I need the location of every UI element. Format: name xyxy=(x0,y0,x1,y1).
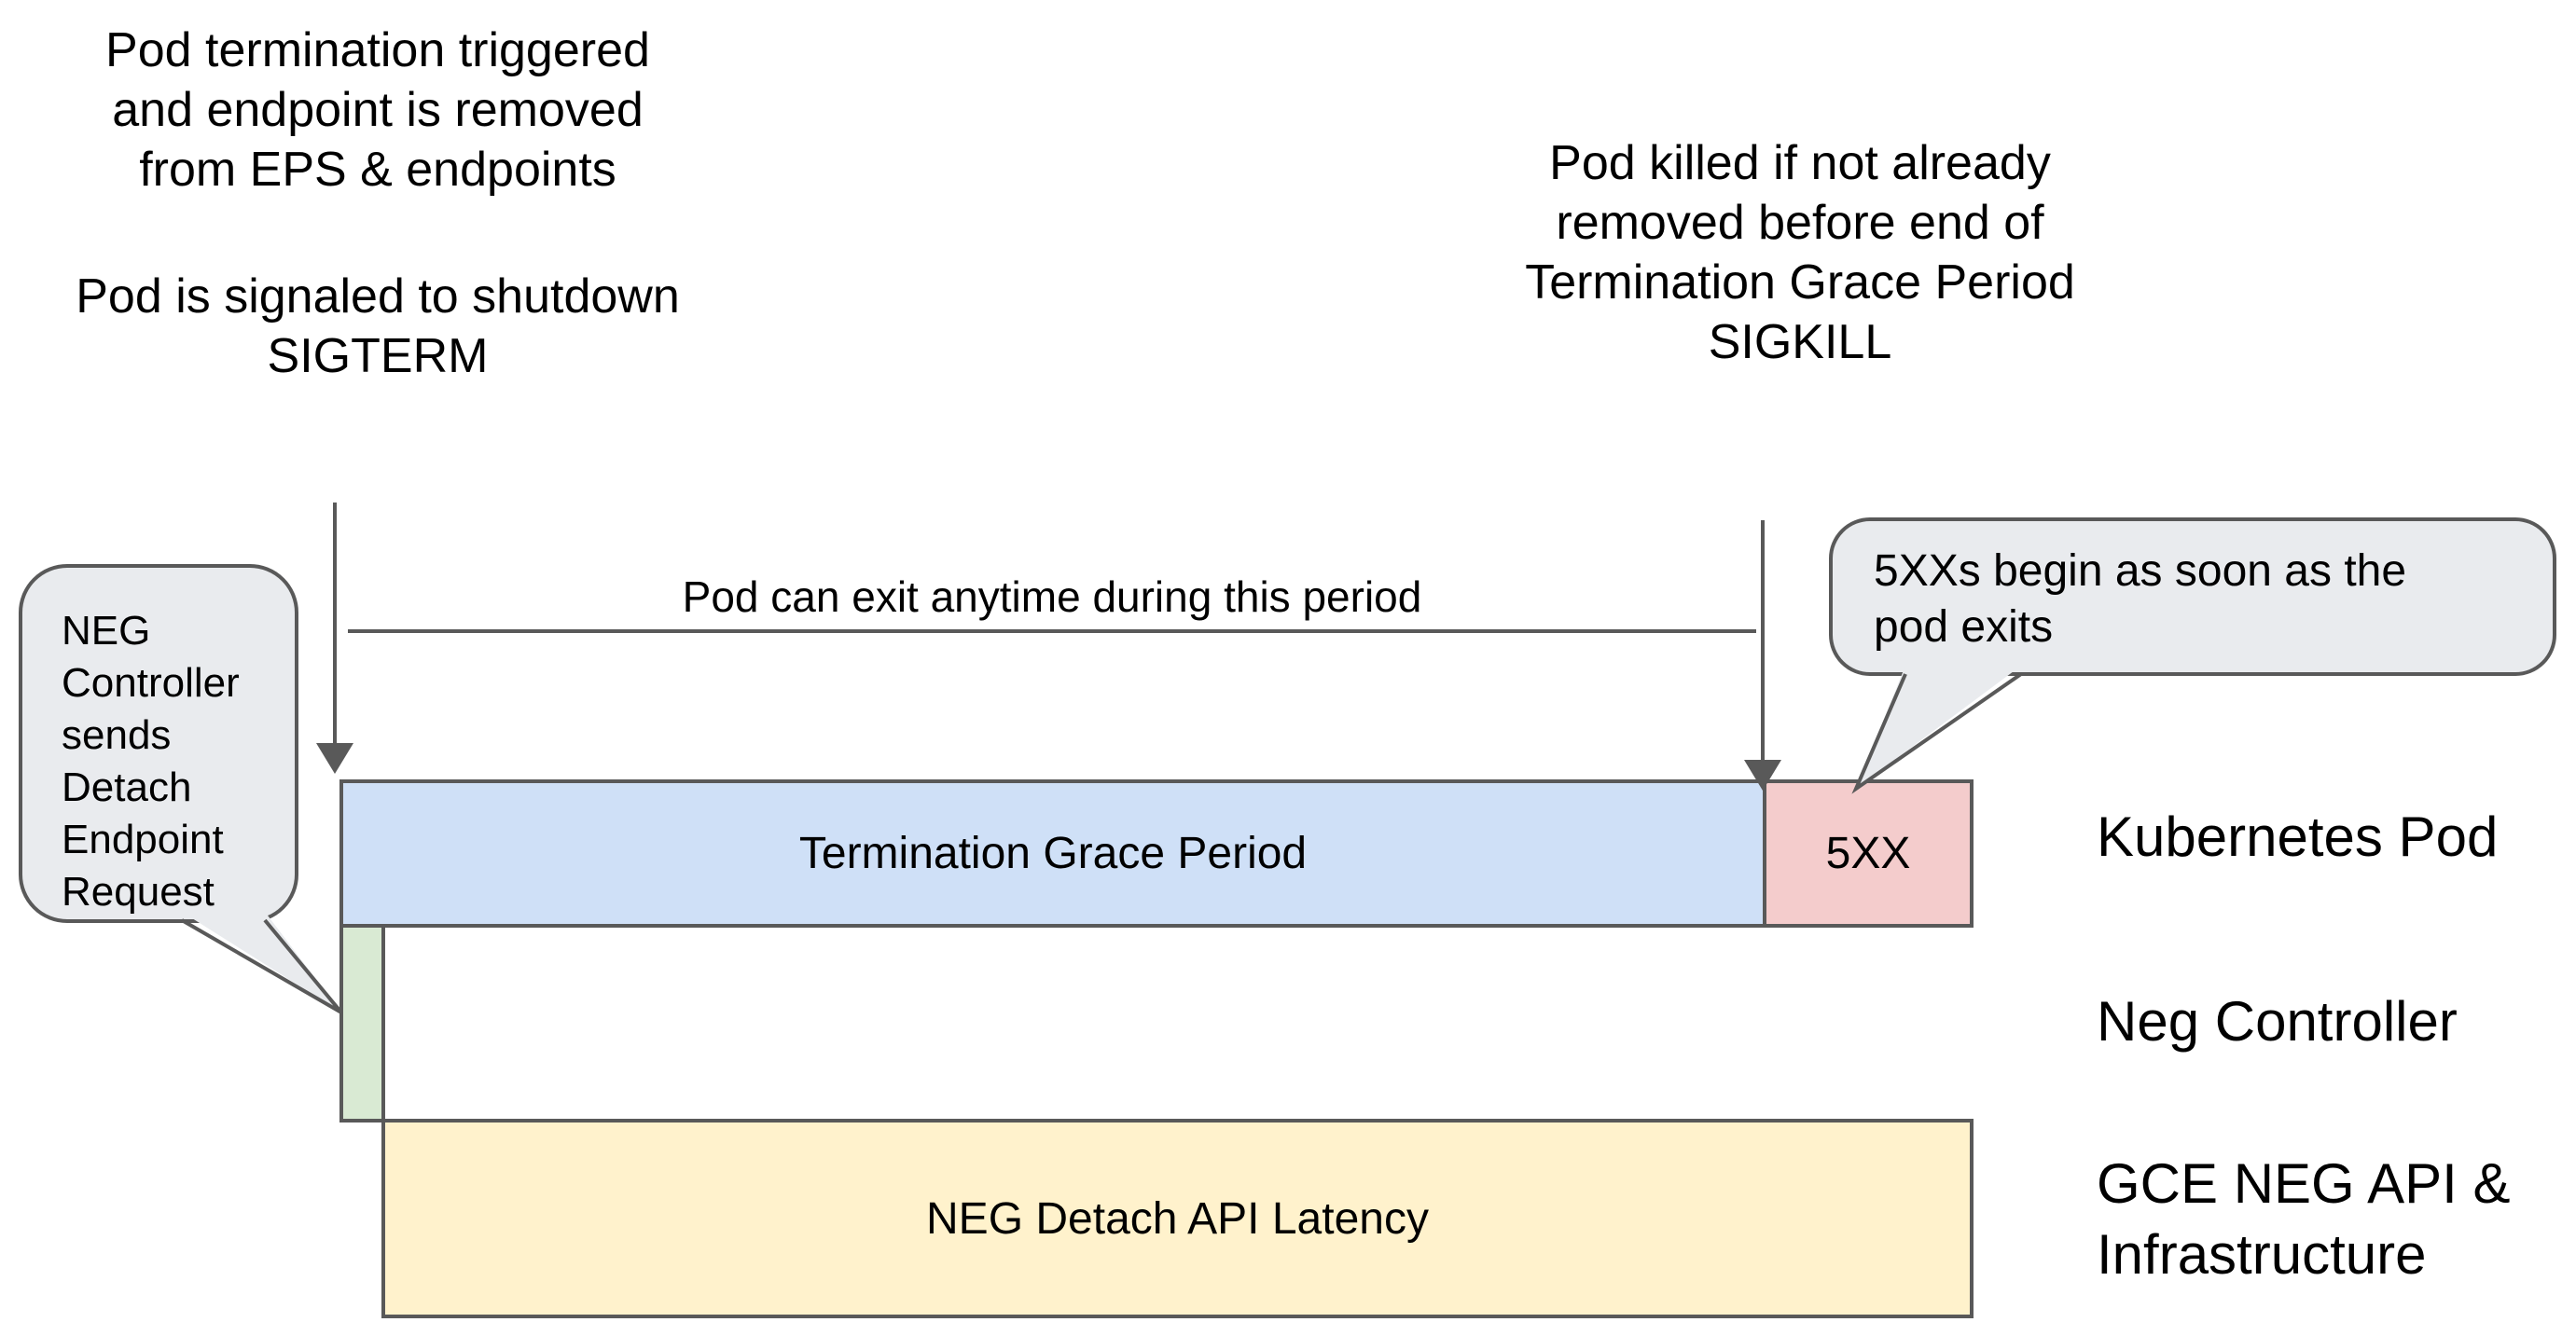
annotation-pod-termination: Pod termination triggered and endpoint i… xyxy=(33,21,723,200)
segment-neg-detach-api-latency: NEG Detach API Latency xyxy=(381,1119,1974,1318)
annotation-pod-sigterm: Pod is signaled to shutdown SIGTERM xyxy=(33,267,723,386)
period-line-label: Pod can exit anytime during this period xyxy=(682,572,1422,621)
segment-neg-controller-detach xyxy=(339,924,385,1123)
segment-neg-detach-api-latency-label: NEG Detach API Latency xyxy=(926,1193,1429,1244)
segment-termination-grace-period-label: Termination Grace Period xyxy=(798,829,1308,878)
callout-right-tail xyxy=(1856,666,2021,789)
callout-right-tail-outline xyxy=(1851,672,2023,794)
callout-left-tail-outline xyxy=(180,918,343,1014)
callout-left-tail xyxy=(182,912,341,1012)
annotation-line: Pod is signaled to shutdown xyxy=(76,269,680,324)
annotation-line: Termination Grace Period xyxy=(1525,255,2075,310)
segment-5xx: 5XX xyxy=(1763,779,1974,928)
row-label-gce-line2: Infrastructure xyxy=(2097,1223,2427,1286)
row-label-kubernetes-pod: Kubernetes Pod xyxy=(2097,806,2499,868)
segment-termination-grace-period: Termination Grace Period xyxy=(339,779,1766,928)
annotation-pod-killed: Pod killed if not already removed before… xyxy=(1455,133,2145,372)
row-label-gce-neg-api: GCE NEG API & Infrastructure xyxy=(2097,1149,2510,1290)
annotation-line: Pod killed if not already xyxy=(1549,136,2051,190)
annotation-line: from EPS & endpoints xyxy=(139,143,616,197)
row-label-neg-controller: Neg Controller xyxy=(2097,990,2458,1053)
segment-5xx-label: 5XX xyxy=(1825,829,1911,878)
annotation-line: Pod termination triggered xyxy=(105,23,650,77)
callout-neg-controller: NEG Controller sends Detach Endpoint Req… xyxy=(19,564,298,923)
row-label-gce-line1: GCE NEG API & xyxy=(2097,1152,2511,1215)
annotation-line: SIGTERM xyxy=(267,329,489,383)
annotation-line: removed before end of xyxy=(1556,196,2044,250)
callout-5xx-begin: 5XXs begin as soon as the pod exits xyxy=(1829,517,2556,676)
annotation-line: SIGKILL xyxy=(1708,315,1892,369)
callout-neg-controller-text: NEG Controller sends Detach Endpoint Req… xyxy=(62,608,240,915)
sigterm-arrow-down-icon xyxy=(316,743,353,774)
annotation-line: and endpoint is removed xyxy=(112,83,644,137)
callout-5xx-begin-text: 5XXs begin as soon as the pod exits xyxy=(1874,546,2407,652)
